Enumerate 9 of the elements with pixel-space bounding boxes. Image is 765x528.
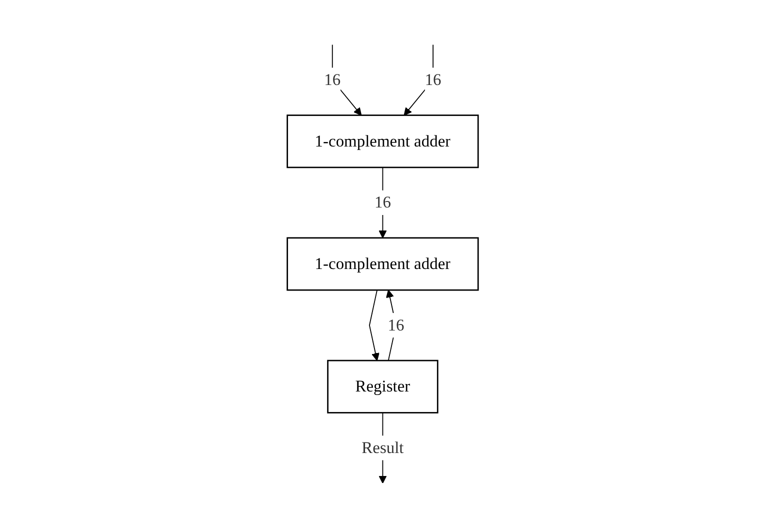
- arrow: [368, 290, 380, 361]
- edge-label: 16: [388, 316, 404, 334]
- node-box: 1-complement adder: [286, 237, 479, 291]
- node-box: 1-complement adder: [286, 114, 479, 168]
- edge-label: Result: [361, 438, 404, 457]
- edge-label: 16: [374, 193, 391, 212]
- edge-label: 16: [324, 70, 340, 89]
- edge-label: 16: [424, 70, 442, 89]
- node-box: Register: [326, 360, 438, 414]
